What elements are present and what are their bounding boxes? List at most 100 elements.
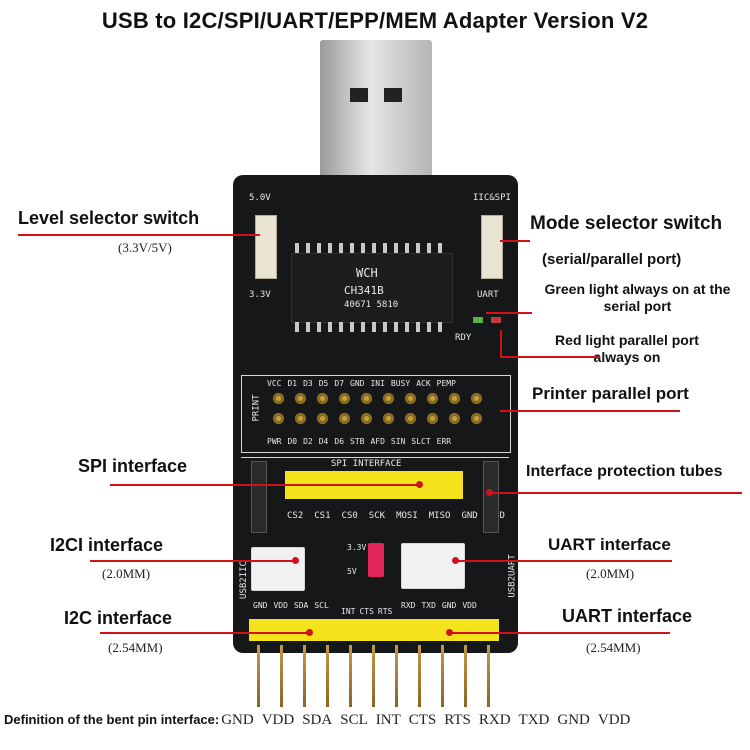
print-pads-row1 xyxy=(273,393,482,404)
chip-leg xyxy=(394,243,398,253)
leader-dot xyxy=(446,629,453,636)
print-label: INI xyxy=(370,379,385,388)
i2c-2mm-connector[interactable] xyxy=(251,547,305,591)
spi-pin-label: MOSI xyxy=(396,511,418,521)
chip-leg xyxy=(416,243,420,253)
print-label: D5 xyxy=(318,379,329,388)
print-label: D1 xyxy=(287,379,298,388)
bent-pin xyxy=(326,645,329,707)
bent-pin xyxy=(441,645,444,707)
leader-line xyxy=(500,330,502,358)
bent-pin xyxy=(280,645,283,707)
chip-leg xyxy=(405,322,409,332)
page-title: USB to I2C/SPI/UART/EPP/MEM Adapter Vers… xyxy=(101,8,649,33)
print-label: SIN xyxy=(390,437,406,446)
pin-name: TXD xyxy=(518,712,550,728)
bent-pin xyxy=(372,645,375,707)
leader-line xyxy=(500,240,530,242)
mid-pin-label: RTS xyxy=(377,607,393,616)
level-switch[interactable] xyxy=(255,215,277,279)
chip-leg xyxy=(383,243,387,253)
leader-line xyxy=(500,356,600,358)
spi-pin-label: GND xyxy=(461,511,478,521)
bent-pin xyxy=(257,645,260,707)
callout-i2c1-interface: I2CI interface xyxy=(50,535,164,555)
uart-small-labels: RXD TXD GND VDD xyxy=(401,601,477,610)
i2c-pin-label: GND xyxy=(253,601,268,610)
green-led xyxy=(473,317,483,323)
adapter-board: 5.0V 3.3V IIC&SPI UART RDY WCH CH341B 40… xyxy=(233,175,518,653)
print-bottom-labels: PWR D0 D2 D4 D6 STB AFD SIN SLCT ERR xyxy=(267,437,451,446)
callout-i2c-interface: I2C interface xyxy=(64,608,173,628)
callout-uart-bottom-sub: (2.54MM) xyxy=(586,640,641,655)
print-label: D2 xyxy=(303,437,313,446)
chip-leg xyxy=(295,243,299,253)
chip-leg xyxy=(383,322,387,332)
print-label: AFD xyxy=(370,437,385,446)
pin-name: SCL xyxy=(340,712,368,728)
protection-tube xyxy=(251,461,267,533)
pin-name: GND xyxy=(557,712,590,728)
chip-leg xyxy=(306,322,310,332)
pin-name: CTS xyxy=(408,712,437,728)
pin-name: SDA xyxy=(302,712,333,728)
print-label: GND xyxy=(350,379,365,388)
print-label: D0 xyxy=(287,437,298,446)
leader-line xyxy=(500,410,680,412)
pin-definition: Definition of the bent pin interface: GN… xyxy=(4,712,746,734)
chip-leg xyxy=(350,243,354,253)
leader-line xyxy=(18,234,260,236)
silk-print: PRINT xyxy=(251,394,262,422)
leader-line xyxy=(110,484,420,486)
print-pads-row2 xyxy=(273,413,482,424)
chip-leg xyxy=(317,322,321,332)
chip-leg xyxy=(438,243,442,253)
bent-pin xyxy=(418,645,421,707)
chip-leg xyxy=(438,322,442,332)
mid-pin-labels: INT CTS RTS xyxy=(341,607,392,616)
callout-uart-interface-bottom: UART interface xyxy=(562,606,693,626)
pin-definition-label: Definition of the bent pin interface: xyxy=(4,712,220,727)
uart-pin-label: TXD xyxy=(421,601,436,610)
mode-switch[interactable] xyxy=(481,215,503,279)
chip-leg xyxy=(328,243,332,253)
print-label: D3 xyxy=(303,379,313,388)
spi-pin-label: MISO xyxy=(428,511,451,521)
pin-name: VDD xyxy=(597,712,631,728)
bent-pin xyxy=(395,645,398,707)
chip-leg xyxy=(328,322,332,332)
i2c-pin-label: VDD xyxy=(273,601,288,610)
bottom-pin-header[interactable] xyxy=(249,619,499,641)
pin-name: RTS xyxy=(444,712,471,728)
red-led xyxy=(491,317,501,323)
chip-brand: WCH xyxy=(356,266,378,280)
bent-pin xyxy=(487,645,490,707)
callout-green-light: Green light always on at the serial port xyxy=(544,281,731,314)
silk-rdy: RDY xyxy=(455,333,472,343)
silk-3v3: 3.3V xyxy=(249,290,271,300)
usb-plug xyxy=(320,40,432,190)
leader-dot xyxy=(292,557,299,564)
leader-line xyxy=(492,492,742,494)
callout-mode-switch-sub: (serial/parallel port) xyxy=(542,251,682,268)
ch341b-chip: WCH CH341B 40671 5810 xyxy=(291,253,453,323)
leader-line xyxy=(450,632,670,634)
i2c-pin-label: SCL xyxy=(314,601,329,610)
silk-jumper-5v: 5V xyxy=(347,567,357,576)
uart-2mm-connector[interactable] xyxy=(401,543,465,589)
callout-i2c1-sub: (2.0MM) xyxy=(102,566,151,581)
spi-pin-label: CS1 xyxy=(314,511,331,521)
spi-pin-label: CS0 xyxy=(341,511,358,521)
callout-printer-port: Printer parallel port xyxy=(532,384,689,403)
print-label: D7 xyxy=(334,379,345,388)
chip-leg xyxy=(372,243,376,253)
callout-i2c-sub: (2.54MM) xyxy=(108,640,163,655)
spi-pin-labels: CS2 CS1 CS0 SCK MOSI MISO GND VDD xyxy=(287,511,505,521)
chip-leg xyxy=(350,322,354,332)
callout-red-light: Red light parallel port always on xyxy=(555,332,699,365)
i2c-pin-label: SDA xyxy=(293,601,309,610)
voltage-jumper[interactable] xyxy=(368,543,384,577)
spi-pin-label: CS2 xyxy=(287,511,304,521)
leader-line xyxy=(486,312,532,314)
pin-definition-list: GND VDD SDA SCL INT CTS RTS RXD TXD GND … xyxy=(221,712,630,729)
